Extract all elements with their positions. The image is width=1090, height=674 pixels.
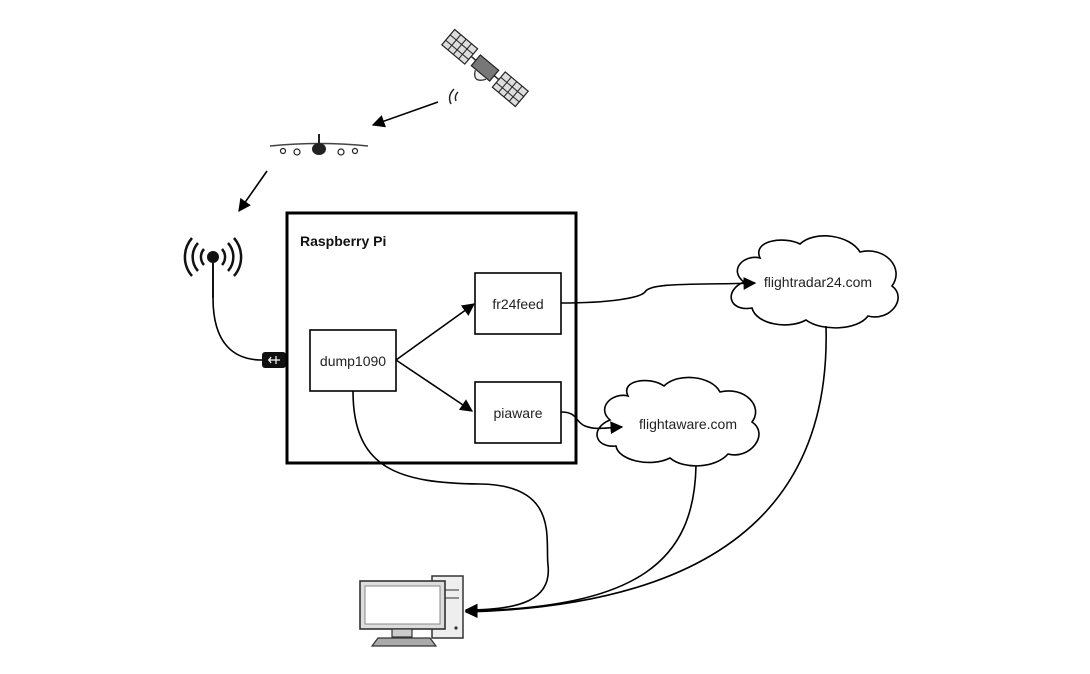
piaware-label: piaware (493, 405, 542, 421)
antenna-icon (183, 237, 243, 298)
airplane-icon (269, 134, 369, 156)
arrow-dump-to-fr24feed (395, 303, 476, 361)
flightradar24-cloud[interactable]: flightradar24.com (730, 235, 899, 329)
arrow-plane-to-antenna (238, 170, 268, 213)
flightaware-cloud[interactable]: flightaware.com (596, 376, 760, 467)
arrow-satellite-to-plane (371, 101, 439, 128)
link-piaware-to-flightaware (560, 411, 624, 435)
antenna-cable (212, 297, 263, 361)
flightaware-label: flightaware.com (639, 416, 737, 432)
desktop-computer-icon (359, 575, 464, 647)
link-flightaware-to-computer (464, 465, 697, 618)
link-dump1090-to-computer (352, 390, 550, 617)
piaware-box[interactable] (474, 381, 562, 444)
fr24feed-label: fr24feed (492, 296, 543, 312)
flightradar24-label: flightradar24.com (764, 274, 872, 290)
link-fr24feed-to-flightradar24 (560, 277, 757, 304)
dump1090-label: dump1090 (320, 353, 386, 369)
raspberry-pi-label: Raspberry Pi (300, 233, 386, 249)
link-flightradar24-to-computer (464, 325, 827, 619)
satellite-icon (440, 28, 530, 108)
fr24feed-box[interactable] (474, 272, 562, 335)
arrow-dump-to-piaware (395, 359, 474, 412)
